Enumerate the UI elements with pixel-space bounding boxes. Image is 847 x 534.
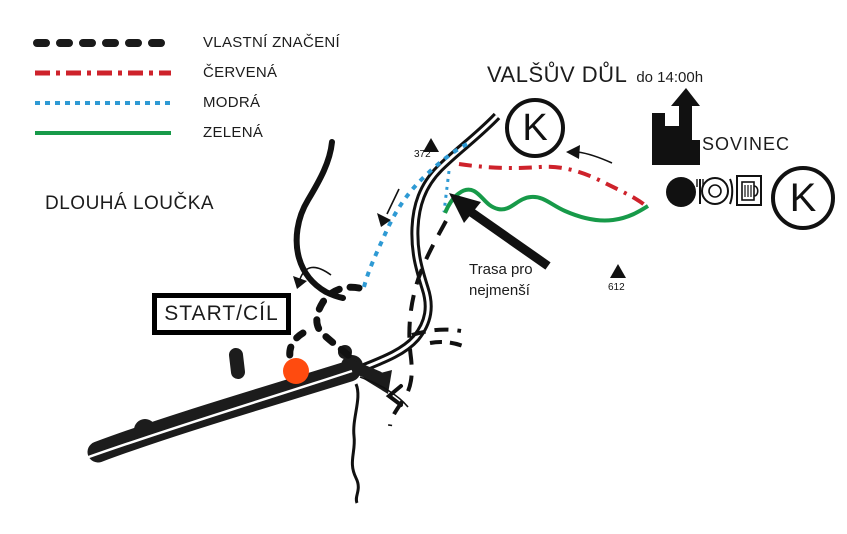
legend-swatch-green xyxy=(35,130,171,135)
dashed-footpath xyxy=(385,220,464,427)
checkpoint-circle-valsuv-dul: K xyxy=(505,98,565,158)
blue-route xyxy=(362,142,468,288)
valley-time-label: do 14:00h xyxy=(636,69,704,86)
kids-route-label-line2: nejmenší xyxy=(469,282,530,299)
red-route xyxy=(458,162,650,210)
checkpoint-arrow xyxy=(566,145,613,164)
village-turn-arrow xyxy=(293,266,332,289)
castle-icon xyxy=(652,88,700,165)
village-strip xyxy=(85,345,392,463)
legend-swatch-blue xyxy=(35,100,171,105)
own-marking-route xyxy=(286,283,363,365)
legend-label-own-marking: VLASTNÍ ZNAČENÍ xyxy=(203,34,341,51)
kids-route-label: Trasa pro nejmenší xyxy=(469,259,533,301)
stream-upper xyxy=(293,139,346,301)
summit-triangle-icon xyxy=(610,264,626,278)
legend-label-green: ZELENÁ xyxy=(203,124,264,141)
valley-label: VALŠŮV DŮL xyxy=(487,62,628,87)
legend-label-blue: MODRÁ xyxy=(203,94,261,111)
blue-direction-arrow xyxy=(377,188,400,227)
valley-label-group: VALŠŮV DŮL do 14:00h xyxy=(487,62,703,88)
summit-triangle-icon xyxy=(423,138,439,152)
beer-icon xyxy=(736,175,762,206)
elevation-spot-2: 612 xyxy=(608,264,626,293)
checkpoint-circle-sovinec: K xyxy=(771,166,835,230)
side-road xyxy=(359,376,409,408)
kids-route-arrow xyxy=(449,193,551,270)
elevation-label: 612 xyxy=(608,282,625,293)
castle-label: SOVINEC xyxy=(702,134,791,154)
main-road xyxy=(356,108,506,375)
kids-route-label-line1: Trasa pro xyxy=(469,261,533,278)
dot-icon xyxy=(666,177,696,207)
stream-lower xyxy=(350,383,360,504)
village-label: DLOUHÁ LOUČKA xyxy=(45,193,215,214)
legend-swatch-red xyxy=(35,70,171,75)
start-point-marker xyxy=(283,358,309,384)
start-finish-box: START/CÍL xyxy=(152,293,291,335)
restaurant-icon xyxy=(696,177,734,205)
footpath-chevron-arrow xyxy=(385,384,403,407)
legend-swatch-own-marking xyxy=(33,38,173,47)
green-route xyxy=(443,187,650,223)
legend: VLASTNÍ ZNAČENÍ ČERVENÁ MODRÁ ZELENÁ xyxy=(33,34,340,141)
legend-label-red: ČERVENÁ xyxy=(203,64,278,81)
elevation-label: 372 xyxy=(414,149,431,160)
elevation-spot-1: 372 xyxy=(414,138,439,160)
